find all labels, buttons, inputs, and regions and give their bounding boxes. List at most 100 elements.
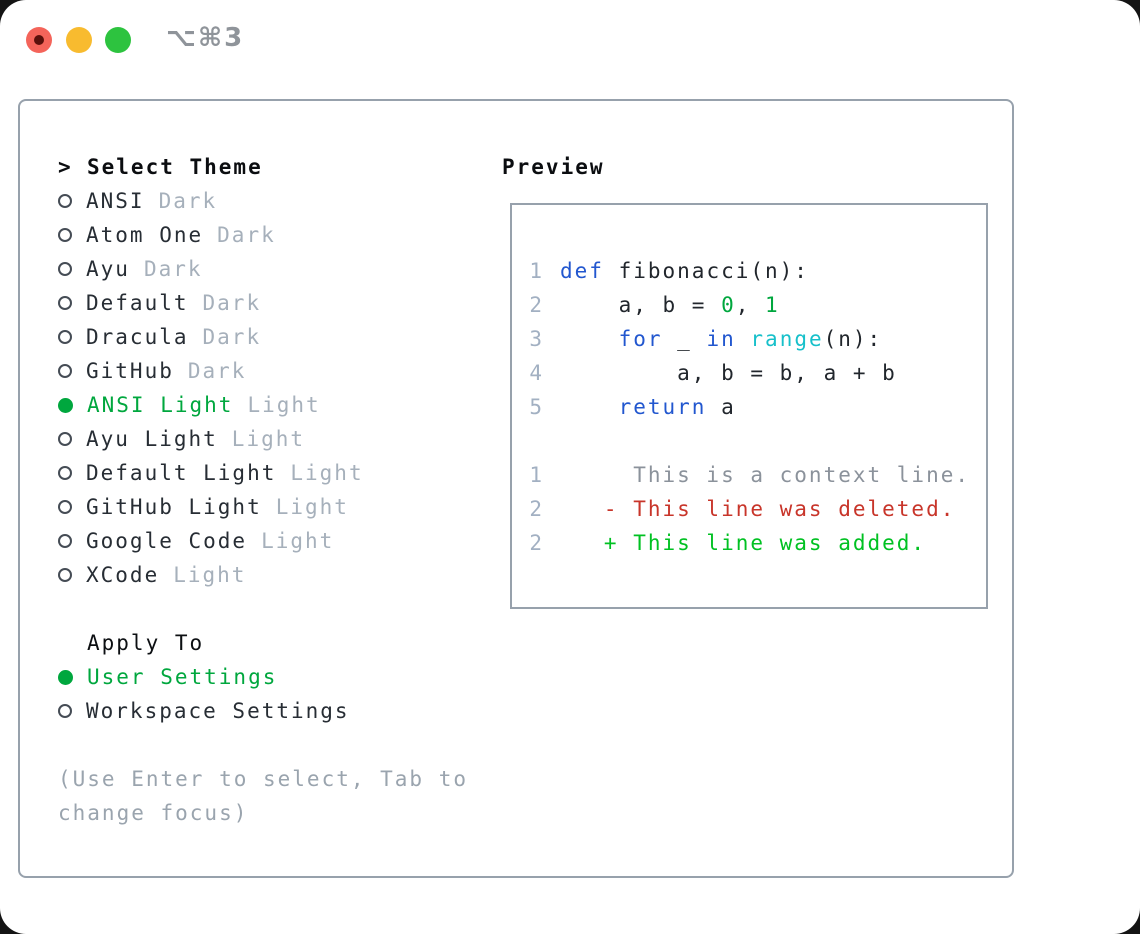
hint-line-2: change focus) xyxy=(58,801,249,825)
theme-option[interactable]: Google Code Light xyxy=(58,524,992,558)
preview-line-diff-context: 1 This is a context line. xyxy=(512,458,986,492)
apply-to-label: User Settings xyxy=(87,665,278,689)
token-plain xyxy=(736,327,751,351)
line-text: return a xyxy=(560,395,736,419)
hint-line-1: (Use Enter to select, Tab to xyxy=(58,767,469,791)
theme-name: Google Code xyxy=(86,529,248,553)
zoom-button[interactable] xyxy=(105,27,131,53)
radio-icon xyxy=(58,194,72,208)
line-text: def fibonacci(n): xyxy=(560,259,809,283)
line-number: 1 xyxy=(529,463,544,487)
token-plain: , xyxy=(735,293,766,317)
line-number: 1 xyxy=(529,259,544,283)
theme-option[interactable]: GitHub Light Light xyxy=(58,490,992,524)
token-added: + This line was added. xyxy=(560,531,927,555)
line-number: 4 xyxy=(529,361,544,385)
radio-icon xyxy=(58,704,72,718)
theme-option[interactable]: Atom One Dark xyxy=(58,218,992,252)
preview-line-code: 3 for _ in range(n): xyxy=(512,322,986,356)
theme-variant: Light xyxy=(290,461,364,485)
line-number: 5 xyxy=(529,395,544,419)
theme-variant: Light xyxy=(261,529,335,553)
radio-selected-icon xyxy=(58,669,73,685)
theme-name: GitHub xyxy=(86,359,174,383)
preview-line-code: 1 def fibonacci(n): xyxy=(512,254,986,288)
close-button[interactable] xyxy=(26,27,52,53)
preview-title: Preview xyxy=(502,155,605,179)
token-plain xyxy=(560,327,619,351)
token-number: 0 xyxy=(721,293,736,317)
theme-name: XCode xyxy=(86,563,160,587)
theme-name: Atom One xyxy=(86,223,204,247)
preview-line-diff-added: 2 + This line was added. xyxy=(512,526,986,560)
radio-icon xyxy=(58,466,72,480)
line-text: for _ in range(n): xyxy=(560,327,882,351)
prompt-caret-icon: > xyxy=(58,155,73,179)
theme-option[interactable]: Dracula Dark xyxy=(58,320,992,354)
radio-icon xyxy=(58,228,72,242)
minimize-button[interactable] xyxy=(66,27,92,53)
line-text: a, b = 0, 1 xyxy=(560,293,780,317)
radio-selected-icon xyxy=(58,397,73,413)
theme-name: ANSI Light xyxy=(87,393,234,417)
select-theme-header: > Select Theme xyxy=(58,150,992,184)
radio-icon xyxy=(58,568,72,582)
theme-variant: Dark xyxy=(217,223,276,247)
token-number: 1 xyxy=(765,293,780,317)
apply-to-option[interactable]: Workspace Settings xyxy=(58,694,992,728)
radio-icon xyxy=(58,330,72,344)
close-dot-icon xyxy=(34,35,44,45)
preview-box: 1 def fibonacci(n): 2 a, b = 0, 1 3 for _ i… xyxy=(510,203,988,609)
theme-variant: Light xyxy=(275,495,349,519)
token-plain: a, b = b, a + b xyxy=(560,361,897,385)
token-plain: _ xyxy=(662,327,707,351)
preview-line-code: 5 return a xyxy=(512,390,986,424)
line-number: 2 xyxy=(529,293,544,317)
theme-name: Ayu Light xyxy=(86,427,218,451)
token-context: This is a context line. xyxy=(560,463,971,487)
radio-icon xyxy=(58,500,72,514)
line-number: 2 xyxy=(529,531,544,555)
theme-name: GitHub Light xyxy=(86,495,262,519)
token-plain xyxy=(560,395,619,419)
theme-name: Dracula xyxy=(86,325,189,349)
theme-name: Ayu xyxy=(86,257,130,281)
token-keyword: return xyxy=(618,395,707,419)
line-number: 3 xyxy=(529,327,544,351)
select-theme-title: Select Theme xyxy=(87,155,263,179)
token-plain: a, b = xyxy=(560,293,722,317)
preview-line-code: 4 a, b = b, a + b xyxy=(512,356,986,390)
keyboard-shortcut-label: ⌥⌘3 xyxy=(166,23,245,53)
line-text: This is a context line. xyxy=(560,463,970,487)
token-plain: fibonacci(n): xyxy=(603,259,809,283)
theme-variant: Dark xyxy=(202,291,262,315)
token-keyword: in xyxy=(706,327,736,351)
token-plain: a xyxy=(706,395,736,419)
token-builtin: range xyxy=(750,327,824,351)
line-text: a, b = b, a + b xyxy=(560,361,897,385)
radio-icon xyxy=(58,364,72,378)
radio-icon xyxy=(58,534,72,548)
radio-icon xyxy=(58,432,72,446)
line-text: + This line was added. xyxy=(560,531,926,555)
spacer xyxy=(58,728,992,762)
line-number: 2 xyxy=(529,497,544,521)
theme-variant: Dark xyxy=(202,325,262,349)
apply-to-option[interactable]: User Settings xyxy=(58,660,992,694)
preview-line-blank xyxy=(512,424,986,458)
token-keyword: def xyxy=(560,259,604,283)
token-deleted: - This line was deleted. xyxy=(560,497,956,521)
line-text: - This line was deleted. xyxy=(560,497,955,521)
